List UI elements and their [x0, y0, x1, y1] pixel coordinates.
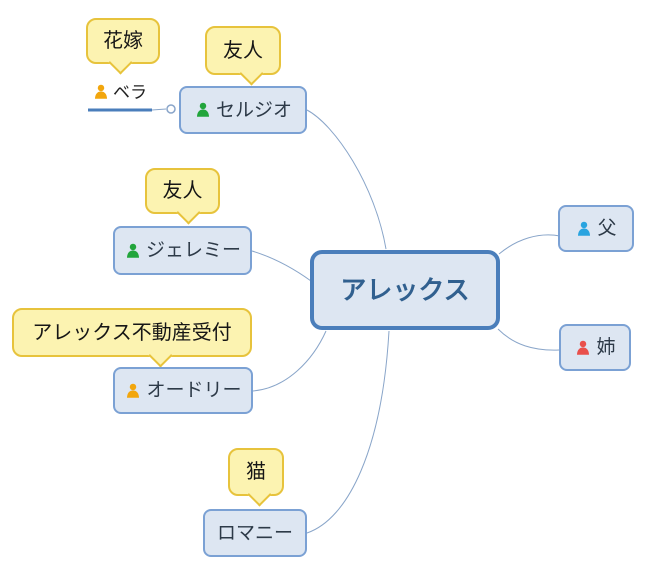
- callout-friend-jeremy[interactable]: 友人: [145, 168, 220, 225]
- person-icon: [127, 383, 140, 398]
- topic-label: オードリー: [146, 380, 242, 401]
- topic-label: 姉: [596, 337, 616, 358]
- topic-father[interactable]: 父: [558, 205, 634, 252]
- topic-sergio[interactable]: セルジオ: [179, 86, 307, 134]
- callout-label: 友人: [223, 39, 263, 62]
- callout-label: 友人: [162, 180, 203, 202]
- person-icon: [578, 221, 591, 236]
- connector-jeremy-central: [251, 250, 312, 282]
- callout-label: アレックス不動産受付: [32, 321, 232, 344]
- connector-romany-central: [306, 330, 390, 534]
- person-icon: [577, 340, 590, 355]
- callout-bride-bella[interactable]: 花嫁: [86, 18, 160, 75]
- callout-reception-audrey[interactable]: アレックス不動産受付: [12, 308, 252, 368]
- person-icon: [94, 84, 108, 99]
- topic-label: 父: [597, 218, 617, 239]
- connector-central-sister: [497, 328, 560, 351]
- central-topic-label: アレックス: [340, 275, 470, 305]
- connector-sergio-central: [306, 109, 387, 250]
- callout-friend-sergio[interactable]: 友人: [205, 26, 281, 86]
- connector-bella-sergio: [151, 108, 167, 111]
- floating-topic-label: ベラ: [113, 82, 147, 102]
- central-topic-alex[interactable]: アレックス: [310, 250, 500, 330]
- connector-central-father: [498, 234, 561, 255]
- topic-sister[interactable]: 姉: [559, 324, 631, 371]
- floating-topic-bella[interactable]: ベラ: [92, 83, 147, 101]
- callout-cat-romany[interactable]: 猫: [228, 448, 284, 507]
- connector-audrey-central: [252, 330, 327, 392]
- callout-label: 花嫁: [103, 30, 143, 52]
- topic-label: セルジオ: [215, 99, 292, 121]
- topic-jeremy[interactable]: ジェレミー: [113, 226, 252, 275]
- topic-label: ロマニー: [216, 522, 293, 544]
- topic-romany[interactable]: ロマニー: [203, 509, 307, 557]
- person-icon: [126, 243, 140, 258]
- person-icon: [196, 102, 210, 117]
- callout-label: 猫: [246, 461, 266, 483]
- connector-junction-handle[interactable]: [166, 104, 176, 114]
- topic-audrey[interactable]: オードリー: [113, 367, 253, 414]
- topic-label: ジェレミー: [145, 240, 241, 261]
